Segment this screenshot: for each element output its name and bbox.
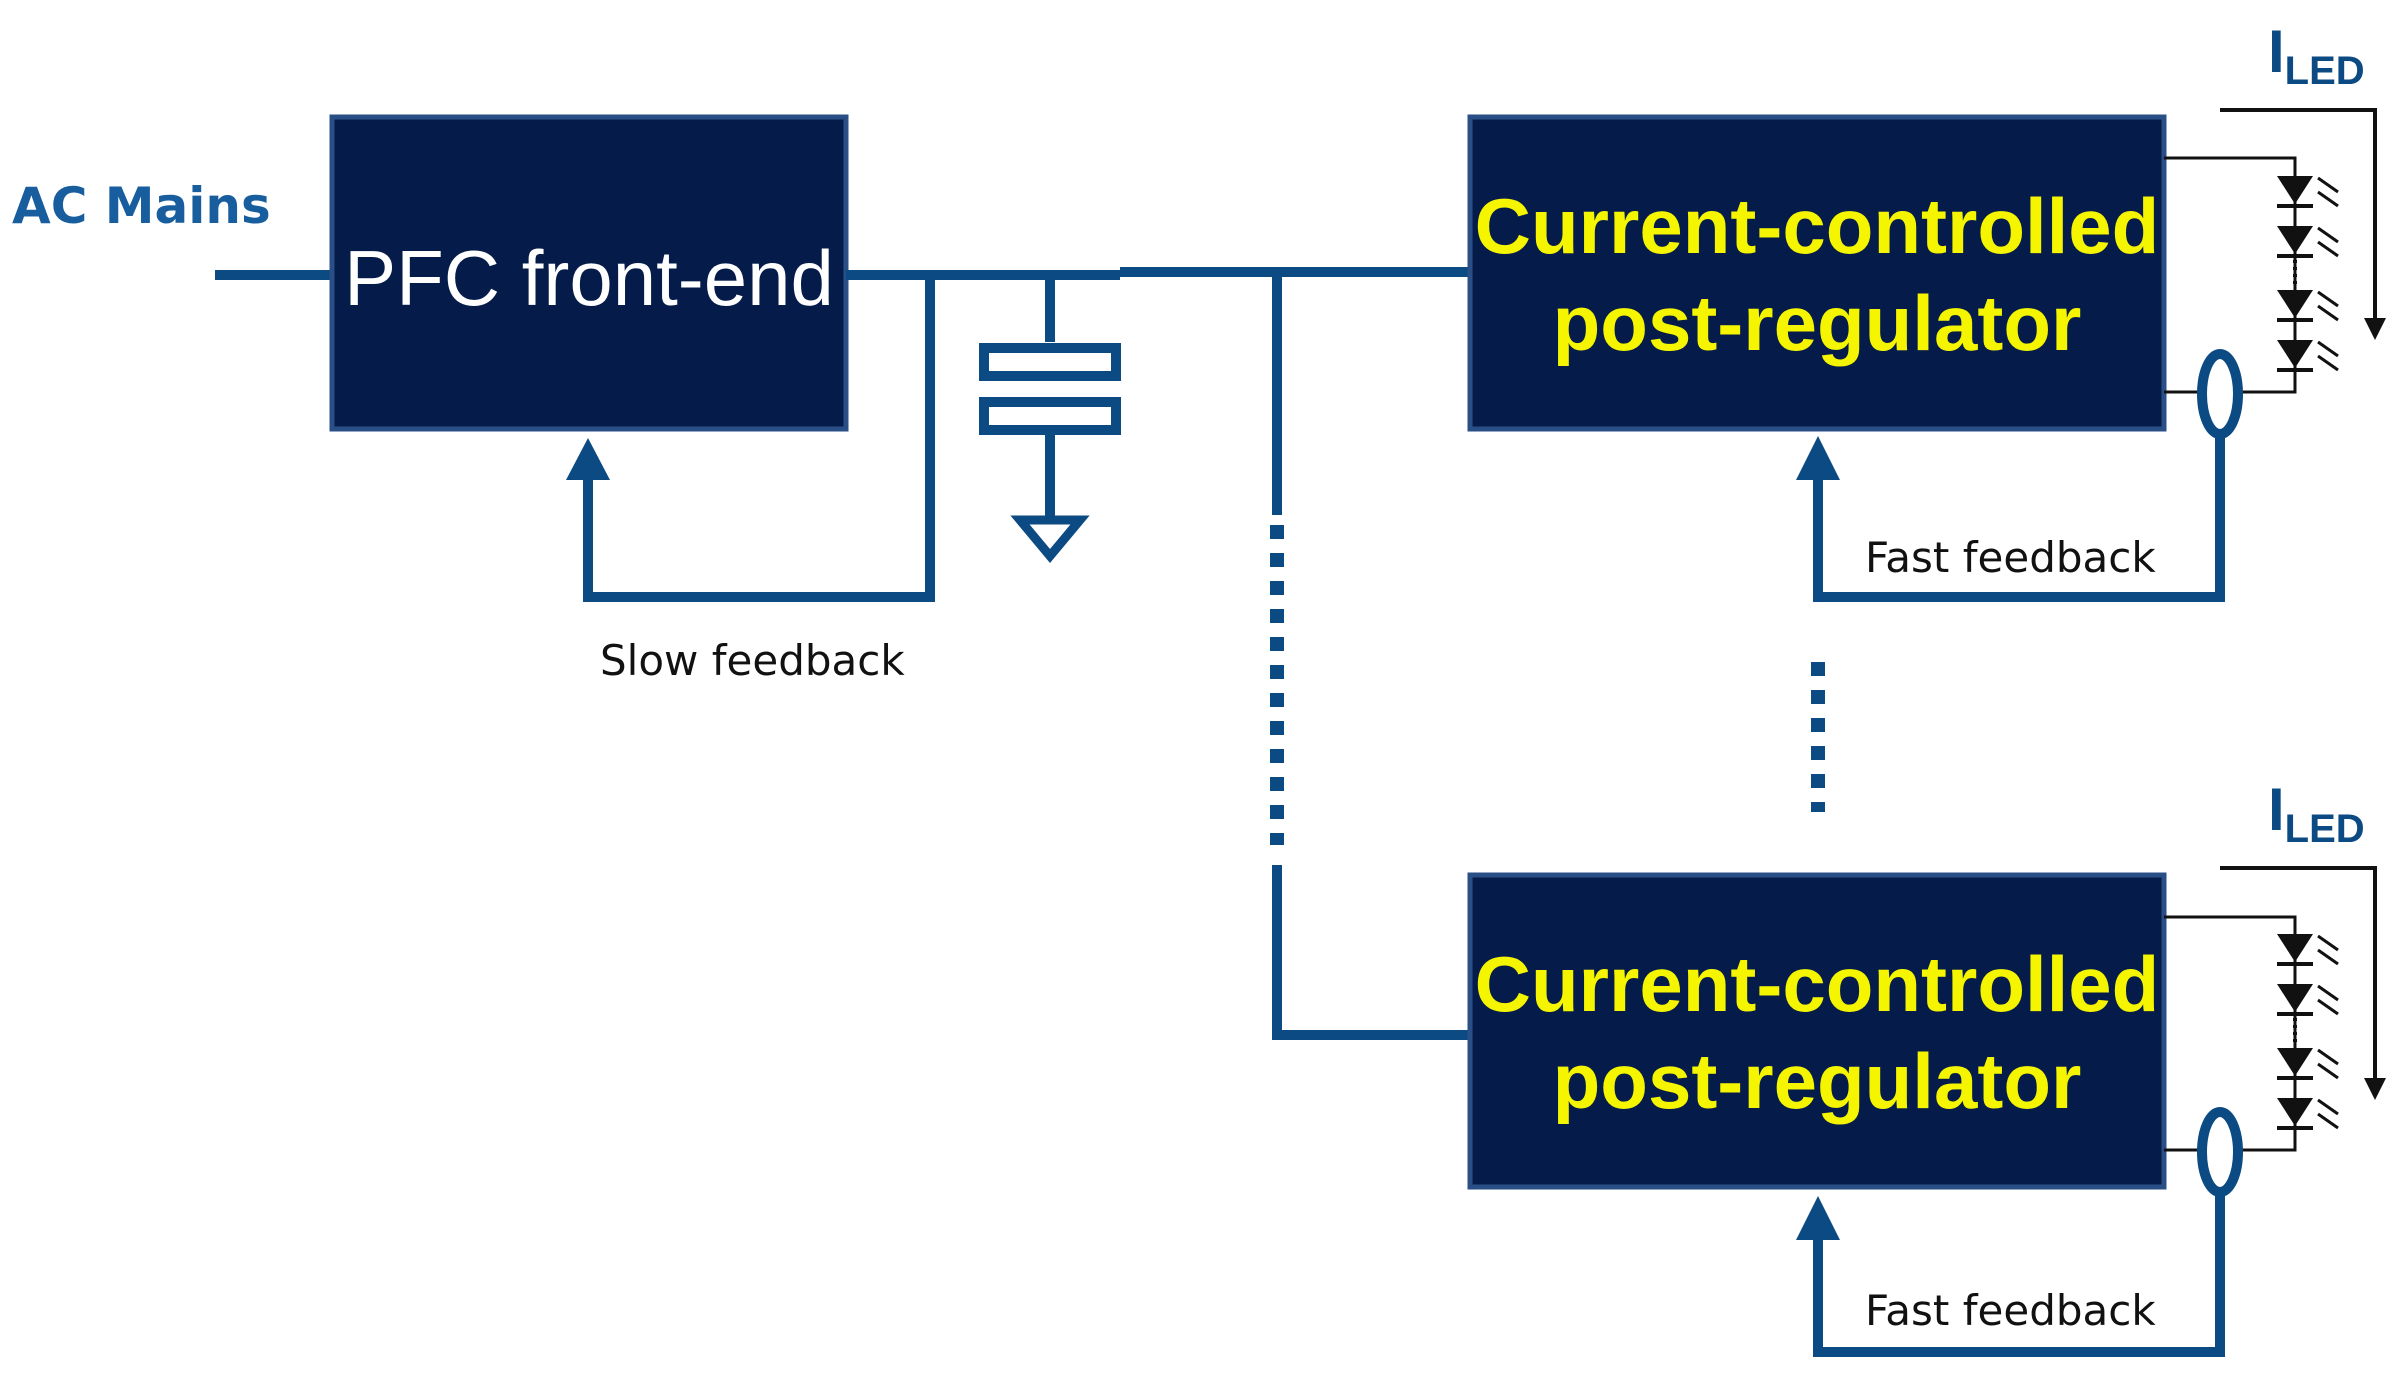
iled-symbol-2: I [2268, 776, 2285, 843]
pfc-front-end-label: PFC front-end [344, 234, 834, 322]
svg-text:ILED: ILED [2268, 18, 2365, 93]
iled-arrow-icon-1 [2364, 318, 2386, 340]
fast-feedback-loop-1 [1796, 434, 2225, 602]
bulk-capacitor-icon [979, 275, 1121, 520]
fast-feedback-label-2: Fast feedback [1865, 1286, 2156, 1335]
led-icon [2277, 340, 2339, 372]
iled-symbol-1: I [2268, 18, 2285, 85]
slow-feedback-loop [566, 275, 935, 602]
post-regulator-block-2: Current-controlled post-regulator [1467, 872, 2167, 1190]
slow-feedback-label: Slow feedback [600, 636, 905, 685]
led-icons-1 [2277, 176, 2339, 372]
regulator-distribution-line [1270, 272, 1470, 1040]
iled-arrow-icon-2 [2364, 1078, 2386, 1100]
fast-feedback-label-1: Fast feedback [1865, 533, 2156, 582]
led-icon [2277, 1098, 2339, 1130]
fast-feedback-arrow-icon-1 [1796, 436, 1840, 480]
fast-feedback-loop-2 [1796, 1192, 2225, 1357]
regulator-1-line1: Current-controlled [1475, 182, 2160, 270]
led-icon [2277, 290, 2339, 322]
iled-current-1: ILED [2220, 18, 2386, 340]
led-icon [2277, 984, 2339, 1016]
iled-subscript-2: LED [2285, 807, 2365, 851]
iled-current-2: ILED [2220, 776, 2386, 1100]
current-sense-icon-1 [2197, 349, 2243, 439]
fast-feedback-arrow-icon-2 [1796, 1196, 1840, 1240]
led-icon [2277, 1048, 2339, 1080]
led-icon [2277, 934, 2339, 966]
led-icon [2277, 226, 2339, 258]
ac-mains-label: AC Mains [12, 177, 271, 235]
pfc-front-end-block: PFC front-end [329, 114, 849, 432]
slow-feedback-arrow-icon [566, 438, 610, 480]
current-sense-icon-2 [2197, 1107, 2243, 1197]
regulator-2-line1: Current-controlled [1475, 940, 2160, 1028]
led-icons-2 [2277, 934, 2339, 1130]
svg-text:ILED: ILED [2268, 776, 2365, 851]
ground-icon [1010, 515, 1090, 564]
regulator-1-line2: post-regulator [1553, 279, 2082, 367]
iled-subscript-1: LED [2285, 49, 2365, 93]
led-icon [2277, 176, 2339, 208]
post-regulator-block-1: Current-controlled post-regulator [1467, 114, 2167, 432]
regulator-2-line2: post-regulator [1553, 1037, 2082, 1125]
